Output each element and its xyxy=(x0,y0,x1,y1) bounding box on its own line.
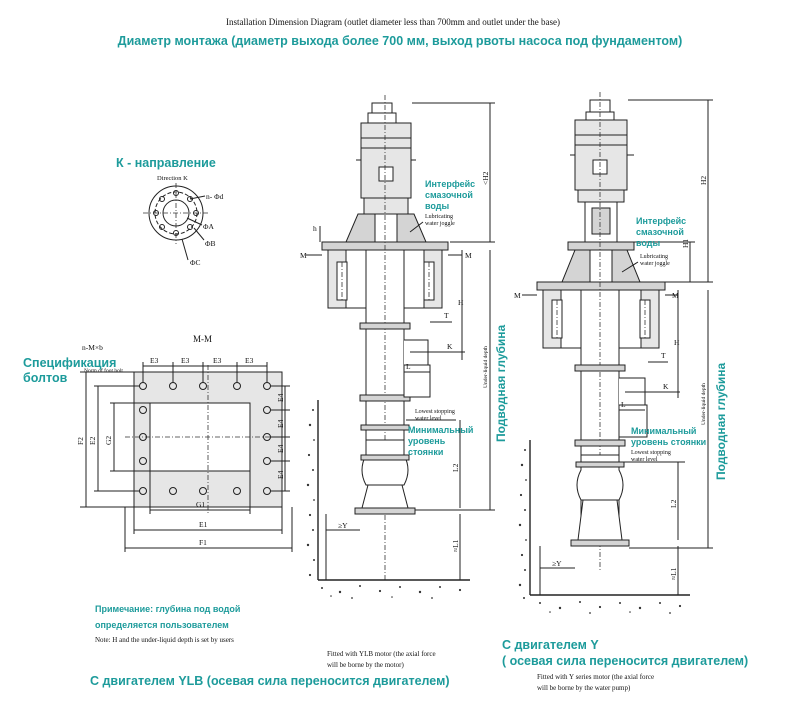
right-dim-h1: H1 xyxy=(681,239,690,248)
right-dim-L2: L2 xyxy=(669,499,678,508)
right-fitted-en-2: will be borne by the water pump) xyxy=(537,684,631,692)
right-lube-en-2: water joggle xyxy=(640,261,670,267)
right-lowest-ru-2: уровень стоянки xyxy=(631,437,706,447)
dim-g2: G2 xyxy=(104,436,113,445)
note-en: Note: H and the under-liquid depth is se… xyxy=(95,636,234,644)
left-dim-m-right: M xyxy=(465,251,472,260)
right-lube-ru-1: Интерфейс xyxy=(636,216,686,226)
left-fitted-en-1: Fitted with YLB motor (the axial force xyxy=(327,650,436,658)
left-dim-L: L xyxy=(406,362,411,371)
dim-g1: G1 xyxy=(196,500,205,509)
right-lowest-en-1: Lowest stopping xyxy=(631,450,671,456)
direction-k-subtitle: Direction K xyxy=(157,175,188,182)
bolt-spec-title-2: болтов xyxy=(23,371,68,385)
left-dim-h-small: h xyxy=(313,224,317,233)
dim-e4-4: E4 xyxy=(276,470,285,479)
left-fitted-ru: С двигателем YLB (осевая сила переноситс… xyxy=(90,674,450,688)
dim-e4-3: E4 xyxy=(276,444,285,453)
left-pump-bowl xyxy=(361,439,409,486)
right-dim-m-left: M xyxy=(514,291,521,300)
title-ru: Диаметр монтажа (диаметр выхода более 70… xyxy=(118,34,683,48)
label-phi-a: ΦA xyxy=(203,222,214,231)
left-dim-H: H xyxy=(458,298,464,307)
right-dim-H: H xyxy=(674,338,680,347)
note-ru-2: определяется пользователем xyxy=(95,620,229,630)
right-depth-ru: Подводная глубина xyxy=(714,362,728,480)
label-n-mxb: n-M×b xyxy=(82,343,103,352)
right-depth-en: Under-liquid depth xyxy=(701,383,707,425)
left-dim-T: T xyxy=(444,311,449,320)
left-dim-h2: <H2 xyxy=(481,171,490,185)
right-base-plate xyxy=(536,281,666,291)
dim-e1: E1 xyxy=(199,520,208,529)
label-norm-foot-bolt: Norm of foot bolt xyxy=(84,367,123,374)
right-fitted-ru-1: С двигателем Y xyxy=(502,638,599,652)
right-dim-K: K xyxy=(663,382,669,391)
right-dim-L: L xyxy=(621,400,626,409)
left-fitted-en-2: will be borne by the motor) xyxy=(327,661,404,669)
left-depth-ru: Подводная глубина xyxy=(494,324,508,442)
left-lube-ru-2: смазочной xyxy=(425,190,473,200)
left-dim-L1: ≈L1 xyxy=(451,539,460,552)
right-dim-h2: H2 xyxy=(699,176,708,185)
left-lowest-en-2: water level xyxy=(415,416,442,422)
direction-k-view: К - направление Direction K n- Φd ΦA ΦB … xyxy=(116,156,224,267)
section-mm: M-M xyxy=(193,334,212,344)
dim-f2: F2 xyxy=(76,437,85,445)
left-lube-en-2: water joggle xyxy=(425,221,455,227)
left-lowest-en-1: Lowest stopping xyxy=(415,409,455,415)
left-motor xyxy=(360,122,412,199)
right-fitted-en-1: Fitted with Y series motor (the axial fo… xyxy=(537,673,654,681)
foot-bolt-view: M-M n-M×b Norm of foot bolt Спецификация… xyxy=(23,334,293,552)
bolt-spec-title-1: Спецификация xyxy=(23,356,116,370)
right-dim-Y: ≥Y xyxy=(552,559,562,568)
right-pump-drawing: H2 H1 M M H T K L Under-liquid depth Под… xyxy=(502,92,748,692)
left-pump-drawing: <H2 h M M H T K L Under-liquid depth Под… xyxy=(90,95,508,688)
dim-e3-1: E3 xyxy=(150,356,159,365)
left-lube-en-1: Lubricating xyxy=(425,214,453,220)
dim-f1: F1 xyxy=(199,538,207,547)
left-lowest-ru-2: уровень xyxy=(408,436,446,446)
right-motor xyxy=(574,119,628,191)
left-lowest-ru-1: Минимальный xyxy=(408,425,473,435)
left-depth-en: Under-liquid depth xyxy=(483,346,489,388)
right-lube-ru-3: воды xyxy=(636,238,661,248)
right-lowest-ru-1: Минимальный xyxy=(631,426,696,436)
dim-e4-1: E4 xyxy=(276,393,285,402)
left-lube-ru-3: воды xyxy=(425,201,450,211)
left-motor-terminal xyxy=(378,166,394,182)
label-phi-b: ΦB xyxy=(205,239,216,248)
dim-e4-2: E4 xyxy=(276,419,285,428)
left-dim-K: K xyxy=(447,342,453,351)
dim-e2: E2 xyxy=(88,436,97,445)
label-n-phi-d: n- Φd xyxy=(206,192,224,201)
title-en: Installation Dimension Diagram (outlet d… xyxy=(226,17,560,27)
dim-e3-3: E3 xyxy=(213,356,222,365)
right-fitted-ru-2: ( осевая сила переносится двигателем) xyxy=(502,654,748,668)
right-dim-T: T xyxy=(661,351,666,360)
right-dim-L1: ≈L1 xyxy=(669,567,678,580)
dim-e3-4: E3 xyxy=(245,356,254,365)
right-lube-en-1: Lubricating xyxy=(640,254,668,260)
right-lowest-en-2: water level xyxy=(631,457,658,463)
left-lowest-ru-3: стоянки xyxy=(408,447,443,457)
left-dim-L2: L2 xyxy=(451,463,460,472)
left-dim-Y: ≥Y xyxy=(338,521,348,530)
left-dim-m-left: M xyxy=(300,251,307,260)
right-dim-m-right: M xyxy=(672,291,679,300)
note-ru-1: Примечание: глубина под водой xyxy=(95,604,240,614)
label-phi-c: ΦC xyxy=(190,258,201,267)
left-lube-ru-1: Интерфейс xyxy=(425,179,475,189)
direction-k-title: К - направление xyxy=(116,156,216,170)
right-lube-ru-2: смазочной xyxy=(636,227,684,237)
dim-e3-2: E3 xyxy=(181,356,190,365)
